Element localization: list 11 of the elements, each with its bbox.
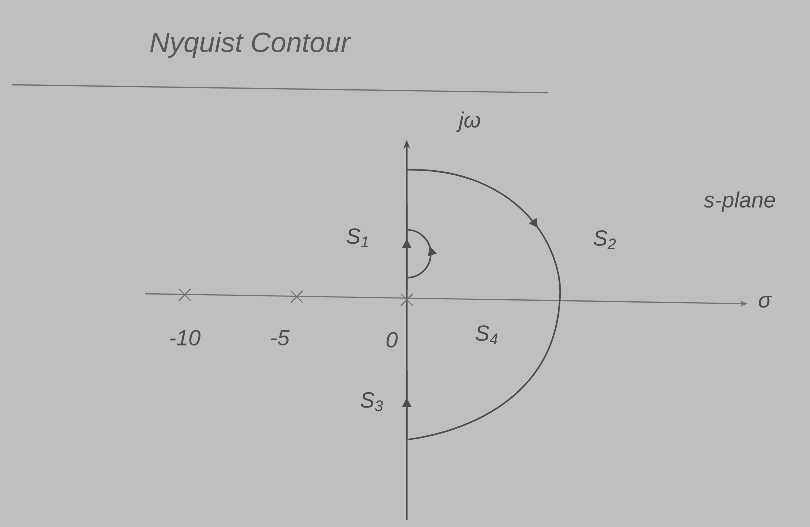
axis-label: jω	[456, 112, 480, 132]
axis-label: S$_{4}$	[476, 326, 498, 344]
title: Nyquist Contour	[150, 32, 352, 58]
axis-label: S$_{2}$	[594, 230, 616, 250]
axis-label: S$_{1}$	[346, 228, 368, 248]
axis-label: s-plane	[704, 192, 776, 212]
axis-label: 0	[386, 332, 398, 348]
axis-label: -5	[271, 330, 290, 346]
axis-label: -10	[170, 330, 201, 346]
axis-label: S$_{3}$	[360, 392, 384, 412]
axis-label: σ	[759, 296, 772, 308]
